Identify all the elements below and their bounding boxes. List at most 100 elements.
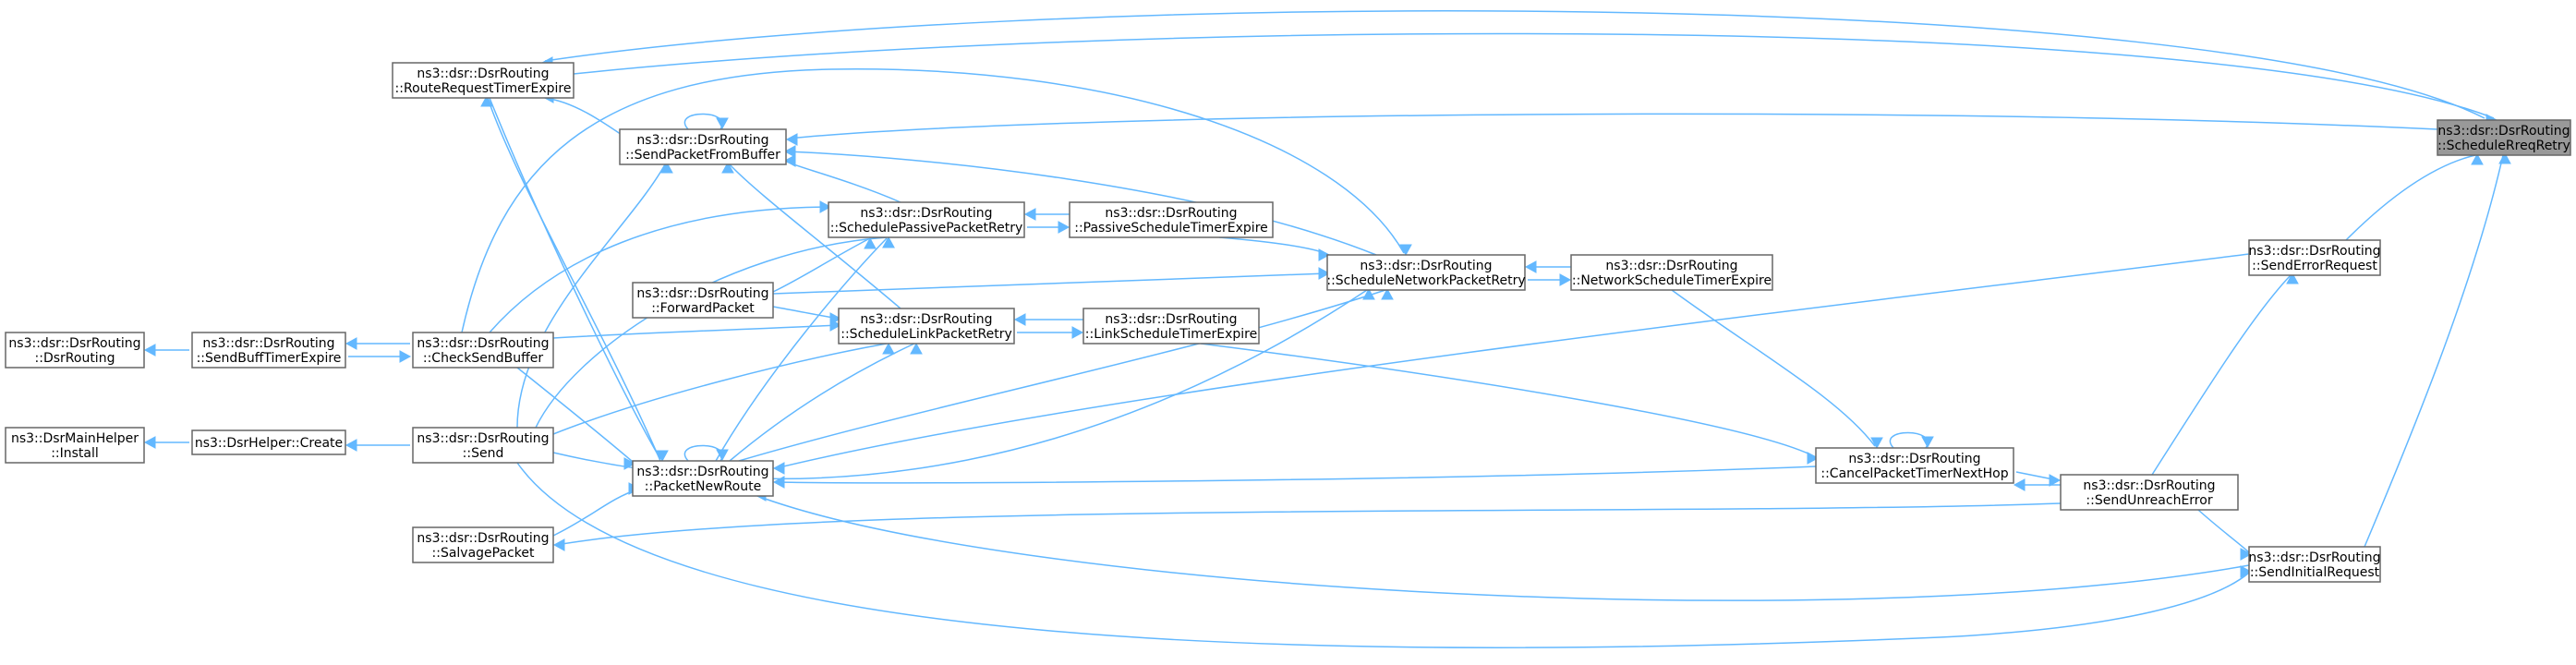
node-schedulelink[interactable]: ns3::dsr::DsrRouting::ScheduleLinkPacket… [838, 308, 1015, 345]
node-method-label: ::LinkScheduleTimerExpire [1085, 327, 1257, 342]
node-namespace-label: ns3::DsrMainHelper [11, 431, 139, 446]
edge-arrowhead [2240, 565, 2253, 578]
node-box [5, 427, 145, 464]
node-sendunreacherror[interactable]: ns3::dsr::DsrRouting::SendUnreachError [2060, 474, 2239, 511]
node-packetnewroute[interactable]: ns3::dsr::DsrRouting::PacketNewRoute [632, 460, 774, 497]
edge-arrowhead [785, 133, 798, 146]
edge-arrowhead [345, 337, 357, 350]
edge-line [516, 462, 2250, 648]
edge-arrowhead [480, 94, 493, 107]
node-box [1326, 254, 1526, 291]
edge-arrowhead [910, 342, 923, 355]
edge-send-to-sendinitialrequest [516, 462, 2253, 648]
edge-networktimer-to-schedulenetwork [1524, 260, 1571, 273]
node-schedulerreqretry[interactable]: ns3::dsr::DsrRouting::ScheduleRreqRetry [2437, 119, 2571, 156]
edge-line [489, 97, 661, 460]
node-schedulepassive[interactable]: ns3::dsr::DsrRouting::SchedulePassivePac… [828, 201, 1025, 238]
node-forwardpacket[interactable]: ns3::dsr::DsrRouting::ForwardPacket [632, 282, 774, 319]
node-dsrhelper-create[interactable]: ns3::DsrHelper::Create [191, 429, 346, 455]
edge-packetnewroute-to-schedulenetwork [738, 287, 1394, 462]
edge-checksendbuffer-to-schedulenetwork [461, 68, 1412, 333]
edge-arrowhead [2049, 474, 2062, 487]
node-namespace-label: ns3::dsr::DsrRouting [1105, 312, 1237, 327]
edge-line [1218, 236, 1328, 255]
node-namespace-label: ns3::dsr::DsrRouting [417, 431, 549, 446]
node-networktimer[interactable]: ns3::dsr::DsrRouting::NetworkScheduleTim… [1570, 254, 1773, 291]
edge-arrowhead [1381, 287, 1394, 300]
node-send[interactable]: ns3::dsr::DsrRouting::Send [412, 427, 554, 464]
node-namespace-label: ns3::dsr::DsrRouting [2248, 244, 2380, 259]
edge-line [461, 68, 1405, 333]
edge-arrowhead [864, 236, 877, 249]
edge-passivetimer-to-schedulepassive [1023, 208, 1070, 221]
node-method-label: ::ForwardPacket [651, 301, 755, 316]
node-linktimer[interactable]: ns3::dsr::DsrRouting::LinkScheduleTimerE… [1082, 308, 1260, 345]
node-passivetimer[interactable]: ns3::dsr::DsrRouting::PassiveScheduleTim… [1069, 201, 1274, 238]
edge-line [775, 466, 1817, 484]
edge-arrowhead [829, 319, 842, 332]
edge-line [2197, 509, 2250, 553]
node-sendpacketfrombuffer[interactable]: ns3::dsr::DsrRouting::SendPacketFromBuff… [619, 128, 787, 165]
edge-line [772, 272, 1328, 295]
node-box [632, 460, 774, 497]
edge-arrowhead [819, 200, 832, 213]
node-namespace-label: ns3::dsr::DsrRouting [417, 336, 549, 351]
edge-line [738, 289, 1386, 462]
node-namespace-label: ns3::dsr::DsrRouting [417, 66, 549, 81]
edge-arrowhead [716, 449, 729, 462]
edge-schedulerreqretry-to-routerequesttimer [540, 10, 2485, 119]
node-method-label: ::PacketNewRoute [645, 479, 761, 494]
edge-schedulepassive-to-passivetimer [1027, 221, 1070, 234]
edge-arrowhead [656, 450, 669, 463]
edge-arrowhead [783, 145, 796, 158]
edge-checksendbuffer-to-schedulelink [552, 319, 842, 339]
node-box [2437, 119, 2571, 156]
edge-sendunreacherror-to-cancelpackettimer [2013, 478, 2061, 491]
edge-line [555, 502, 2062, 546]
edge-line [772, 306, 840, 320]
edge-line [786, 161, 901, 203]
node-mainhelper-install[interactable]: ns3::DsrMainHelper::Install [5, 427, 145, 464]
node-sendinitialrequest[interactable]: ns3::dsr::DsrRouting::SendInitialRequest [2248, 546, 2381, 583]
node-box [392, 62, 574, 99]
edge-arrowhead [772, 462, 785, 475]
edge-line [786, 151, 1377, 256]
edge-arrowhead [143, 344, 156, 357]
node-checksendbuffer[interactable]: ns3::dsr::DsrRouting::CheckSendBuffer [412, 332, 554, 369]
edge-arrowhead [2498, 151, 2511, 164]
edge-schedulepassive-to-sendpacketfrombuffer [783, 154, 901, 203]
node-box [828, 201, 1025, 238]
node-box [412, 332, 554, 369]
node-method-label: ::Install [51, 446, 99, 461]
node-box [191, 429, 346, 455]
edge-sendinitialrequest-to-schedulerreqretry [2364, 151, 2511, 548]
node-method-label: ::ScheduleRreqRetry [2437, 139, 2570, 153]
edge-arrowhead [1071, 326, 1084, 339]
edge-line [729, 163, 901, 309]
node-namespace-label: ns3::dsr::DsrRouting [860, 312, 992, 327]
node-method-label: ::SendErrorRequest [2252, 259, 2377, 273]
edge-passivetimer-to-schedulenetwork [1218, 236, 1331, 261]
edge-arrowhead [882, 342, 895, 355]
node-method-label: ::ScheduleLinkPacketRetry [841, 327, 1011, 342]
node-salvagepacket[interactable]: ns3::dsr::DsrRouting::SalvagePacket [412, 526, 554, 563]
node-routerequesttimer[interactable]: ns3::dsr::DsrRouting::RouteRequestTimerE… [392, 62, 574, 99]
edge-arrowhead [345, 439, 357, 452]
node-method-label: ::NetworkScheduleTimerExpire [1572, 273, 1772, 288]
edge-arrowhead [1870, 437, 1883, 450]
edge-line [1889, 431, 1929, 449]
node-dsrrouting-ctor[interactable]: ns3::dsr::DsrRouting::DsrRouting [5, 332, 145, 369]
node-schedulenetwork[interactable]: ns3::dsr::DsrRouting::ScheduleNetworkPac… [1326, 254, 1526, 291]
edge-forwardpacket-to-schedulepassive [772, 236, 877, 293]
edge-cancelpackettimer-to-packetnewroute [772, 466, 1817, 489]
edge-line [772, 238, 869, 293]
node-senderrorrequest[interactable]: ns3::dsr::DsrRouting::SendErrorRequest [2248, 239, 2381, 276]
node-cancelpackettimer[interactable]: ns3::dsr::DsrRouting::CancelPacketTimerN… [1815, 447, 2014, 484]
edge-arrowhead [660, 161, 673, 174]
edge-arrowhead [716, 117, 729, 130]
node-namespace-label: ns3::dsr::DsrRouting [636, 286, 768, 301]
node-namespace-label: ns3::dsr::DsrRouting [1605, 259, 1737, 273]
edge-arrowhead [1362, 287, 1375, 300]
node-sendbufftimer[interactable]: ns3::dsr::DsrRouting::SendBuffTimerExpir… [191, 332, 346, 369]
node-method-label: ::SendUnreachError [2086, 493, 2212, 508]
